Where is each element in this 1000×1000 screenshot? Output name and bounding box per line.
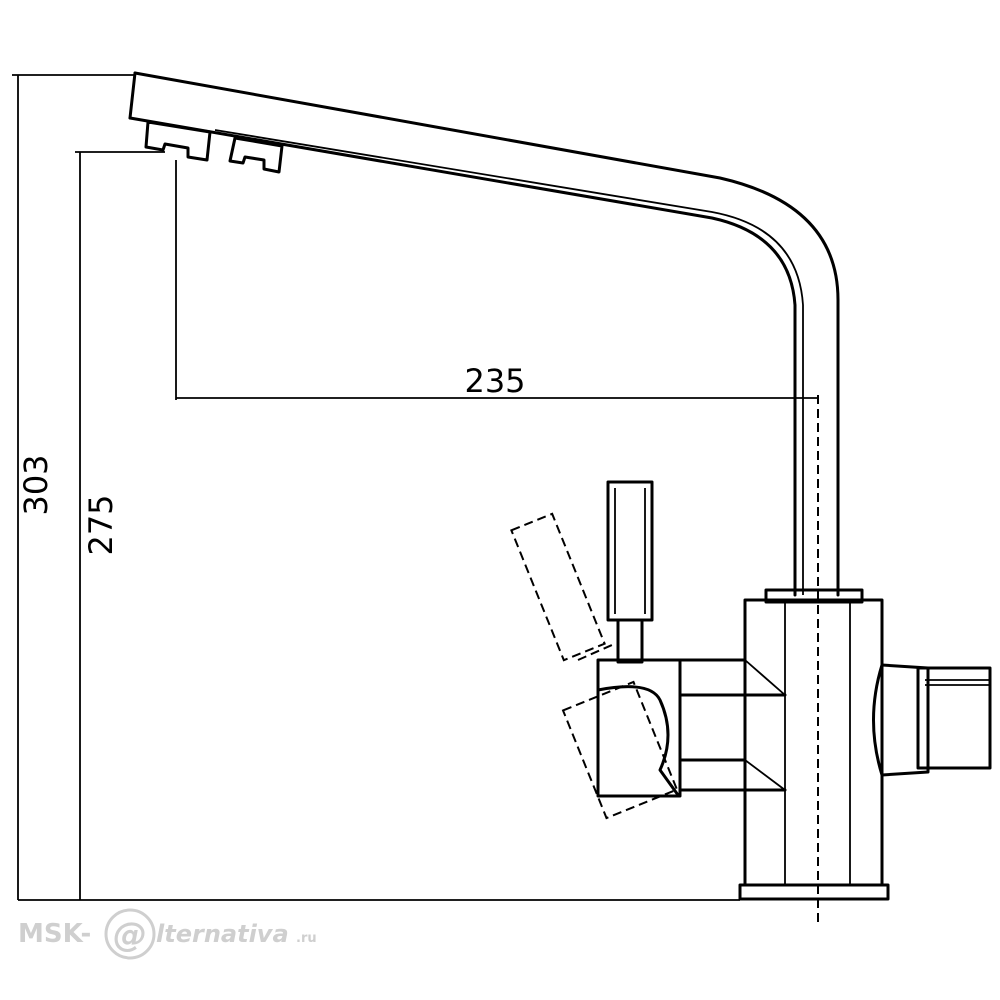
faucet-spout: [128, 71, 840, 597]
watermark-logo: MSK- @ lternativa .ru: [18, 908, 317, 960]
spout-aerators: [144, 120, 284, 174]
filter-tap-open-position: [510, 512, 679, 820]
svg-text:MSK-: MSK-: [18, 919, 91, 949]
spout-height-dimension: 275: [82, 494, 120, 555]
total-height-dimension: 303: [17, 454, 55, 515]
svg-text:@: @: [113, 915, 147, 955]
dimension-lines: [12, 74, 818, 901]
spout-reach-dimension: 235: [464, 362, 525, 400]
filter-tap: [596, 480, 682, 798]
faucet-body: [678, 588, 992, 901]
svg-text:.ru: .ru: [296, 931, 317, 946]
svg-text:lternativa: lternativa: [156, 920, 289, 948]
